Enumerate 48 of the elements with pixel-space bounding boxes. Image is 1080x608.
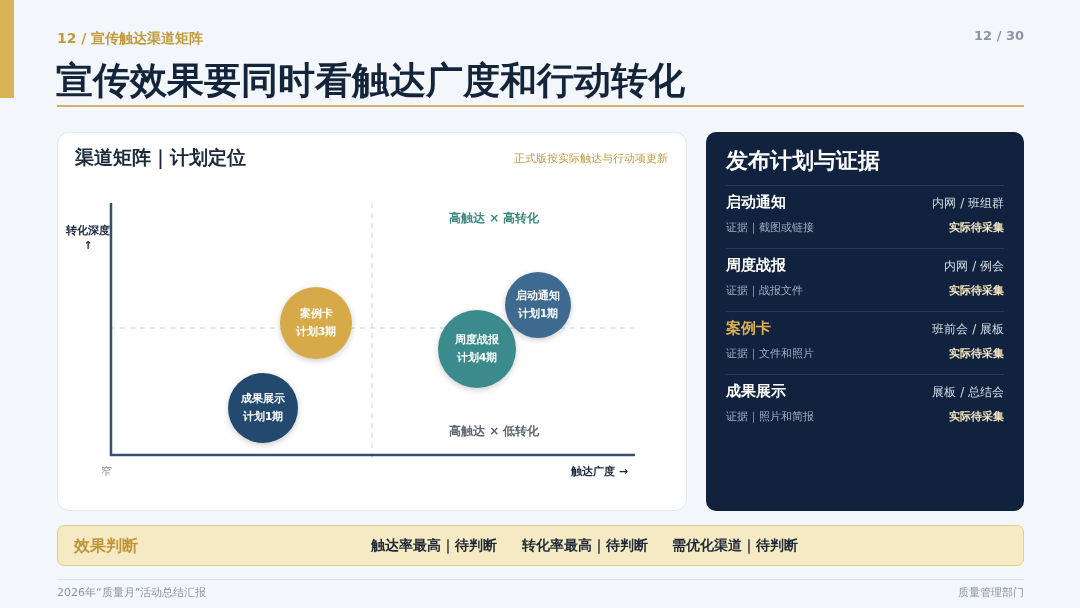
status-text: 实际待采集 xyxy=(949,409,1004,424)
bubble-label: 计划1期 xyxy=(516,306,560,321)
band-heading: 效果判断 xyxy=(74,536,138,557)
section-label: 12 / 宣传触达渠道矩阵 xyxy=(57,30,204,48)
bubble-label: 成果展示 xyxy=(240,391,286,406)
channel-venue: 内网 / 例会 xyxy=(944,258,1004,275)
bubble-label: 案例卡 xyxy=(298,306,334,321)
status-text: 实际待采集 xyxy=(949,220,1004,235)
channel-name: 案例卡 xyxy=(726,319,771,338)
slide-title: 宣传效果要同时看触达广度和行动转化 xyxy=(56,58,685,104)
card-note: 正式版按实际触达与行动项更新 xyxy=(514,151,668,166)
channel-venue: 展板 / 总结会 xyxy=(932,384,1004,401)
bubble xyxy=(228,373,298,443)
bubble xyxy=(438,310,516,388)
quadrant-label: 高触达 × 高转化 xyxy=(449,210,540,227)
footer-text: 质量管理部门 xyxy=(958,585,1024,600)
bubble-label: 启动通知 xyxy=(515,288,561,303)
evidence-text: 证据｜截图或链接 xyxy=(726,220,814,235)
judgement-item: 触达率最高｜待判断 xyxy=(371,537,497,555)
footer-text: 2026年“质量月”活动总结汇报 xyxy=(57,585,207,600)
judgement-item: 转化率最高｜待判断 xyxy=(522,537,648,555)
channel-name: 周度战报 xyxy=(726,256,786,275)
axis-label: 转化深度 ↑ xyxy=(66,223,110,253)
page-number: 12 / 30 xyxy=(974,28,1024,43)
bubble-label: 周度战报 xyxy=(454,332,500,347)
channel-venue: 内网 / 班组群 xyxy=(932,195,1004,212)
evidence-text: 证据｜文件和照片 xyxy=(726,346,814,361)
channel-name: 启动通知 xyxy=(726,193,786,212)
bubble-label: 计划1期 xyxy=(241,409,285,424)
evidence-text: 证据｜照片和简报 xyxy=(726,409,814,424)
axis-label: 触达广度 → xyxy=(571,464,629,479)
status-text: 实际待采集 xyxy=(949,283,1004,298)
evidence-text: 证据｜战报文件 xyxy=(726,283,803,298)
axis-label: 窄 xyxy=(101,464,112,479)
matrix-card xyxy=(57,132,687,511)
bubble xyxy=(505,272,571,338)
bubble xyxy=(280,287,352,359)
plan-panel xyxy=(706,132,1024,511)
quadrant-label: 高触达 × 低转化 xyxy=(449,423,540,440)
channel-name: 成果展示 xyxy=(726,382,786,401)
bubble-label: 计划4期 xyxy=(455,350,499,365)
judgement-item: 需优化渠道｜待判断 xyxy=(672,537,798,555)
channel-venue: 班前会 / 展板 xyxy=(932,321,1004,338)
summary-band xyxy=(57,525,1024,566)
status-text: 实际待采集 xyxy=(949,346,1004,361)
bubble-label: 计划3期 xyxy=(294,324,338,339)
card-heading: 渠道矩阵｜计划定位 xyxy=(75,145,246,171)
panel-heading: 发布计划与证据 xyxy=(726,147,880,175)
